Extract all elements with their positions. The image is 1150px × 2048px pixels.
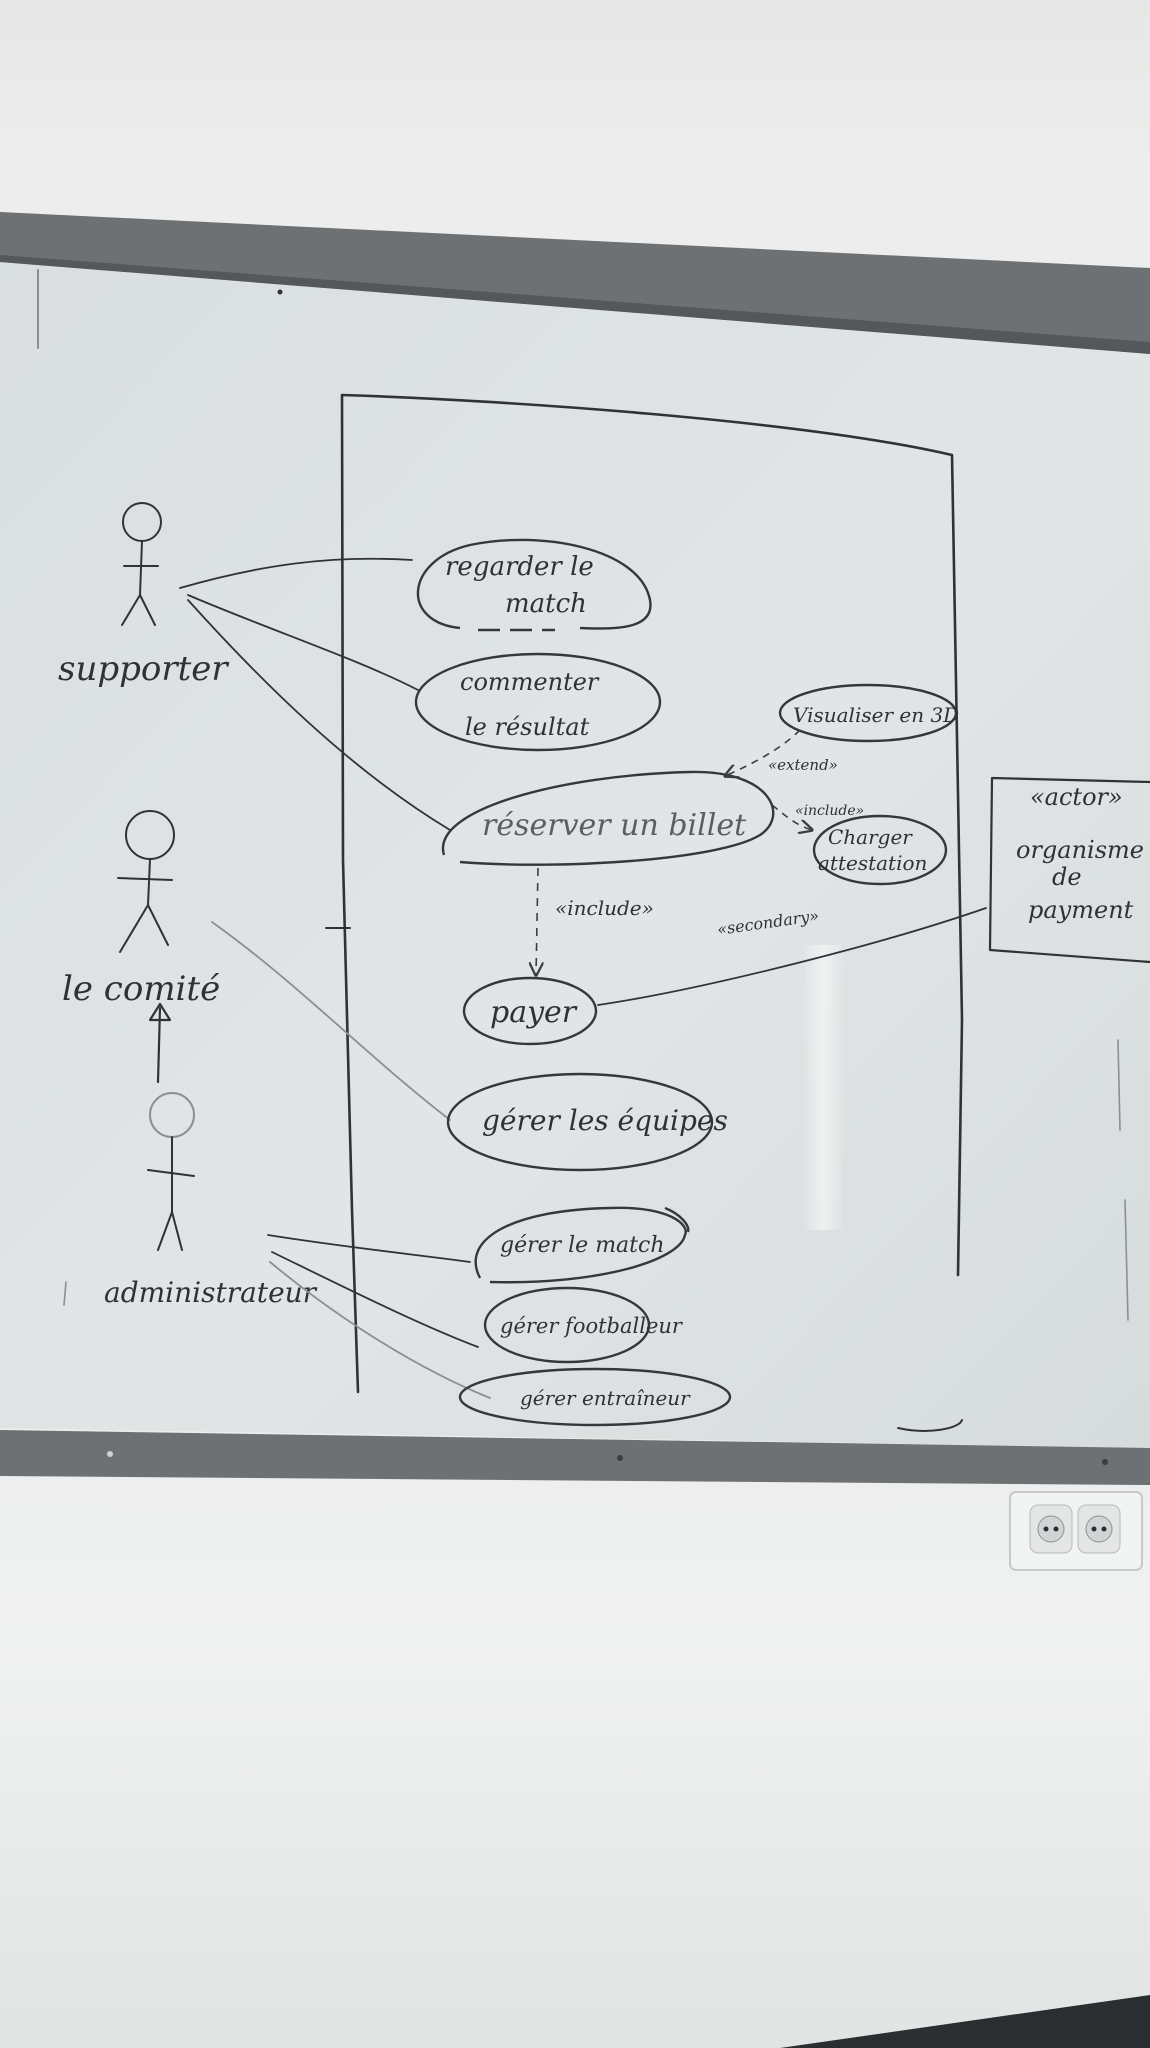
whiteboard-top-frame-edge bbox=[0, 255, 1150, 354]
usecase-charger-line1: Charger bbox=[828, 825, 913, 849]
actor-comite-label: le comité bbox=[62, 969, 220, 1009]
frame-screw bbox=[107, 1451, 113, 1457]
usecase-payer-label: payer bbox=[490, 995, 578, 1030]
actor-supporter bbox=[121, 502, 162, 626]
organisme-line1: organisme bbox=[1016, 836, 1144, 864]
usecase-regarder-line2: match bbox=[505, 589, 587, 619]
include-payer-label: «include» bbox=[555, 896, 654, 920]
light-glare bbox=[802, 945, 845, 1230]
assoc-supporter-commenter bbox=[187, 594, 419, 691]
frame-screw bbox=[617, 1455, 623, 1461]
usecase-charger-line2: attestation bbox=[818, 851, 927, 875]
usecase-gerer-footballeur-label: gérer footballeur bbox=[500, 1314, 684, 1338]
usecase-reserver-un-billet: réserver un billet bbox=[441, 770, 775, 866]
actor-organisme-box bbox=[988, 776, 1150, 964]
usecase-gerer-le-match: gérer le match bbox=[474, 1206, 690, 1284]
assoc-comite-gerer-equipes bbox=[211, 921, 451, 1121]
usecase-gerer-match-label: gérer le match bbox=[500, 1233, 665, 1258]
boundary-stroke bbox=[897, 1419, 963, 1432]
usecase-charger-attestation: Charger attestation bbox=[812, 814, 948, 886]
assoc-admin-gerer-match bbox=[267, 1234, 471, 1263]
usecase-commenter-line1: commenter bbox=[460, 668, 600, 696]
assoc-admin-gerer-entraineur bbox=[269, 1261, 491, 1399]
include-charger-label: «include» bbox=[795, 803, 864, 819]
usecase-gerer-les-equipes: gérer les équipes bbox=[446, 1072, 728, 1172]
whiteboard-bottom-frame bbox=[0, 1430, 1150, 1485]
board-dot bbox=[277, 289, 283, 295]
actor-administrateur bbox=[147, 1092, 195, 1251]
usecase-payer: payer bbox=[462, 976, 598, 1046]
usecase-gerer-entraineur-label: gérer entraîneur bbox=[520, 1386, 691, 1410]
extend-label: «extend» bbox=[768, 756, 838, 774]
whiteboard-top-frame bbox=[0, 212, 1150, 354]
assoc-supporter-reserver bbox=[187, 599, 451, 831]
floor-shadow bbox=[780, 1995, 1150, 2048]
board-smudge bbox=[63, 1039, 1129, 1321]
whiteboard-surface bbox=[0, 258, 1150, 1448]
usecase-gerer-footballeur: gérer footballeur bbox=[483, 1286, 684, 1364]
usecase-regarder-le-match: regarder le match bbox=[416, 538, 652, 632]
assoc-payer-organisme bbox=[597, 907, 987, 1006]
usecase-reserver-label: réserver un billet bbox=[482, 808, 747, 843]
usecase-commenter-line2: le résultat bbox=[465, 713, 590, 741]
organisme-line2: de bbox=[1052, 863, 1082, 891]
include-payer-arrow bbox=[536, 867, 538, 975]
usecase-gerer-entraineur: gérer entraîneur bbox=[458, 1367, 732, 1427]
assoc-admin-gerer-footballeur bbox=[271, 1251, 479, 1348]
usecase-visualiser-3d: Visualiser en 3D bbox=[778, 683, 959, 743]
assoc-supporter-regarder bbox=[179, 557, 413, 589]
frame-screw bbox=[1102, 1459, 1108, 1465]
generalization-arrowhead bbox=[148, 1002, 172, 1022]
organisme-stereotype: «actor» bbox=[1030, 783, 1123, 811]
system-boundary bbox=[340, 393, 964, 1394]
actor-comite bbox=[117, 810, 175, 953]
organisme-line3: payment bbox=[1028, 896, 1134, 924]
wall-outlet bbox=[1009, 1491, 1143, 1571]
usecase-commenter: commenter le résultat bbox=[414, 652, 662, 752]
include-charger-arrow bbox=[771, 804, 812, 830]
usecase-regarder-line1: regarder le bbox=[445, 552, 594, 582]
usecase-visualiser-label: Visualiser en 3D bbox=[793, 703, 959, 727]
actor-supporter-label: supporter bbox=[58, 649, 229, 689]
usecase-gerer-equipes-label: gérer les équipes bbox=[482, 1104, 728, 1137]
actor-administrateur-label: administrateur bbox=[104, 1276, 318, 1309]
extend-arrow bbox=[725, 729, 801, 776]
